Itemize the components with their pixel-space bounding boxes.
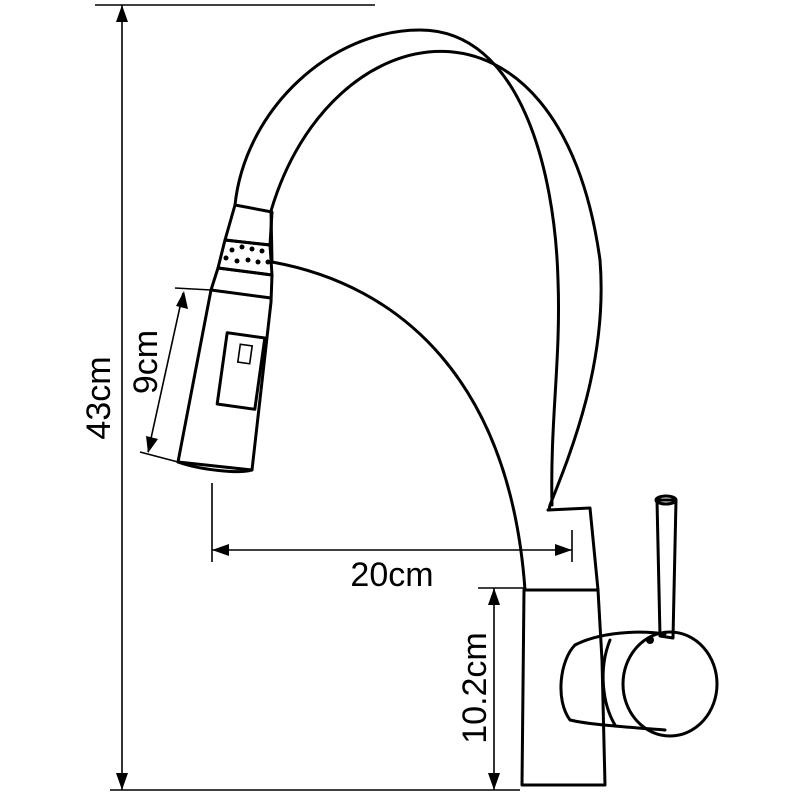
gooseneck-hose <box>269 49 603 512</box>
spray-mode-button <box>215 331 267 411</box>
handle-ring <box>601 638 617 727</box>
spray-head-body <box>176 266 274 472</box>
gooseneck-hose-inner <box>233 28 561 507</box>
spray-head-band <box>209 288 273 300</box>
spray-head-collar <box>223 203 274 247</box>
spout-height-arrow-bottom <box>488 773 500 790</box>
handle-lever-tip <box>654 494 678 506</box>
handle-body <box>559 643 667 732</box>
ring-dots <box>223 244 271 265</box>
handle-lever <box>655 498 678 640</box>
spout-height-arrow-top <box>488 588 500 605</box>
handle-pivot <box>646 636 654 644</box>
handle-cap <box>621 630 719 738</box>
spray-length-top-ext <box>174 287 212 291</box>
spray-length-bottom-ext <box>139 451 179 463</box>
spray-mode-button-inner <box>236 343 254 365</box>
handle-top <box>573 630 667 647</box>
faucet-body <box>520 588 607 787</box>
total-height-label: 43cm <box>80 356 118 439</box>
spray-head-nozzle <box>176 460 254 474</box>
spray-head-length-label: 9cm <box>127 330 165 394</box>
spray-length-arrow-top <box>176 291 188 309</box>
total-height-arrow-bottom <box>116 773 128 790</box>
reach-arrow-left <box>212 544 229 556</box>
spray-length-line <box>147 292 184 453</box>
spray-length-arrow-bottom <box>146 436 158 453</box>
faucet-drawing <box>176 28 719 787</box>
spout-height-label: 10.2cm <box>456 632 494 744</box>
reach-label: 20cm <box>350 556 433 594</box>
dimension-lines <box>95 4 573 791</box>
reach-arrow-right <box>555 544 572 556</box>
hose-lower <box>270 260 527 592</box>
total-height-arrow-top <box>116 5 128 22</box>
